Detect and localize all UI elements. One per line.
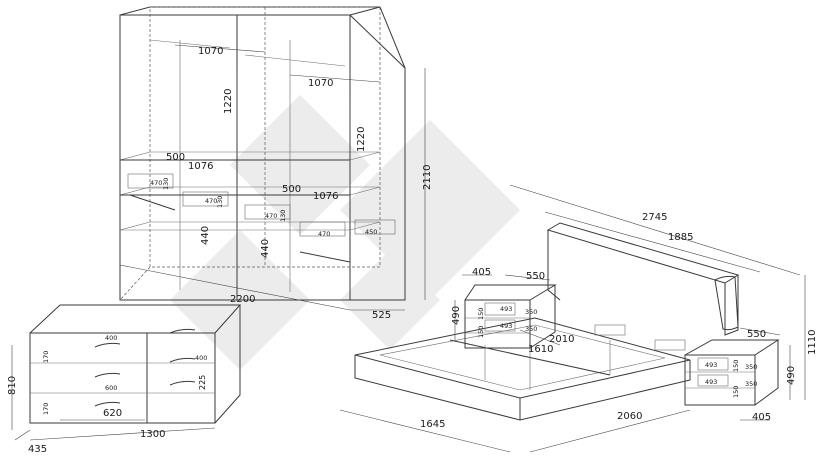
wardrobe-upper-height-right-label: 1220 <box>356 127 367 152</box>
dresser-inner-width-label: 620 <box>103 408 122 419</box>
wardrobe-drawer-height-1: 130 <box>162 178 170 190</box>
mattress-width-label: 1610 <box>528 344 553 355</box>
wardrobe-shelf-width-left-label: 1076 <box>188 161 213 172</box>
wardrobe-upper-width-left-label: 1070 <box>198 46 223 57</box>
wardrobe-lower-height-right-label: 440 <box>260 239 271 258</box>
nightstand-left-drawer-width-1: 350 <box>525 308 537 316</box>
wardrobe-drawer-width-1: 470 <box>150 179 162 187</box>
nightstand-left-drawer-depth-1: 493 <box>500 305 512 313</box>
wardrobe-upper-height-left-label: 1220 <box>223 89 234 114</box>
wardrobe-drawer-height-2: 130 <box>216 196 224 208</box>
nightstand-right-depth-label: 550 <box>747 329 766 340</box>
mattress-length-label: 2010 <box>549 334 574 345</box>
wardrobe-drawer-height-3: 130 <box>279 210 287 222</box>
dresser-drawer-width-1: 400 <box>105 334 117 342</box>
nightstand-left-drawer-height-2: 150 <box>477 326 485 338</box>
wardrobe-drawer-width-3: 470 <box>265 212 277 220</box>
dresser-drawer-height-1: 170 <box>42 351 50 363</box>
nightstand-right-drawer-height-1: 150 <box>732 360 740 372</box>
dresser-height-label: 810 <box>7 376 18 395</box>
wardrobe-shelf-width-right-label: 1076 <box>313 191 338 202</box>
wardrobe-lower-height-left-label: 440 <box>200 226 211 245</box>
nightstand-right-drawer-width-2: 350 <box>745 380 757 388</box>
bed-frame-length-label: 2060 <box>617 411 642 422</box>
nightstand-left-drawer-width-2: 350 <box>525 325 537 333</box>
wardrobe-drawer-width-2: 470 <box>205 197 217 205</box>
nightstand-left-height-label: 490 <box>451 306 462 325</box>
wardrobe-drawer-width-4: 470 <box>318 230 330 238</box>
nightstand-right-drawer-depth-1: 493 <box>705 361 717 369</box>
nightstand-right-drawer-width-1: 350 <box>745 363 757 371</box>
wardrobe-shelf-depth-left-label: 500 <box>166 152 185 163</box>
bed-frame-width-label: 1645 <box>420 419 445 430</box>
wardrobe-shelf-depth-right-label: 500 <box>282 184 301 195</box>
dresser: 1300 435 810 620 400 400 600 170 170 225 <box>7 304 242 455</box>
nightstand-right: 405 550 490 350 350 493 493 150 150 <box>684 327 797 423</box>
wardrobe-depth-label: 525 <box>372 310 391 321</box>
nightstand-right-width-label: 405 <box>752 412 771 423</box>
dresser-width-label: 1300 <box>140 429 165 440</box>
bed: 2745 1885 2010 1610 1645 2060 1110 <box>339 184 818 453</box>
dresser-depth-label: 435 <box>28 444 47 455</box>
nightstand-left-drawer-depth-2: 493 <box>500 322 512 330</box>
nightstand-left-drawer-height-1: 150 <box>477 308 485 320</box>
nightstand-left-depth-label: 550 <box>526 271 545 282</box>
bed-length-total-label: 2745 <box>642 212 667 223</box>
wardrobe: 2200 525 2110 1070 1070 1220 1220 1076 1… <box>119 6 433 321</box>
dresser-drawer-width-3: 600 <box>105 384 117 392</box>
wardrobe-width-label: 2200 <box>230 294 255 305</box>
dresser-drawer-height-3: 225 <box>198 375 207 390</box>
nightstand-right-drawer-depth-2: 493 <box>705 378 717 386</box>
bed-height-label: 1110 <box>807 330 818 355</box>
wardrobe-height-label: 2110 <box>422 165 433 190</box>
wardrobe-upper-width-right-label: 1070 <box>308 78 333 89</box>
nightstand-right-drawer-height-2: 150 <box>732 386 740 398</box>
wardrobe-drawer-width-5: 450 <box>365 228 377 236</box>
dresser-drawer-width-2: 400 <box>195 354 207 362</box>
headboard-width-label: 1885 <box>668 232 693 243</box>
dresser-drawer-height-2: 170 <box>42 403 50 415</box>
nightstand-left-width-label: 405 <box>472 267 491 278</box>
nightstand-right-height-label: 490 <box>786 366 797 385</box>
nightstand-left: 405 550 490 350 350 493 493 150 150 <box>451 267 557 349</box>
